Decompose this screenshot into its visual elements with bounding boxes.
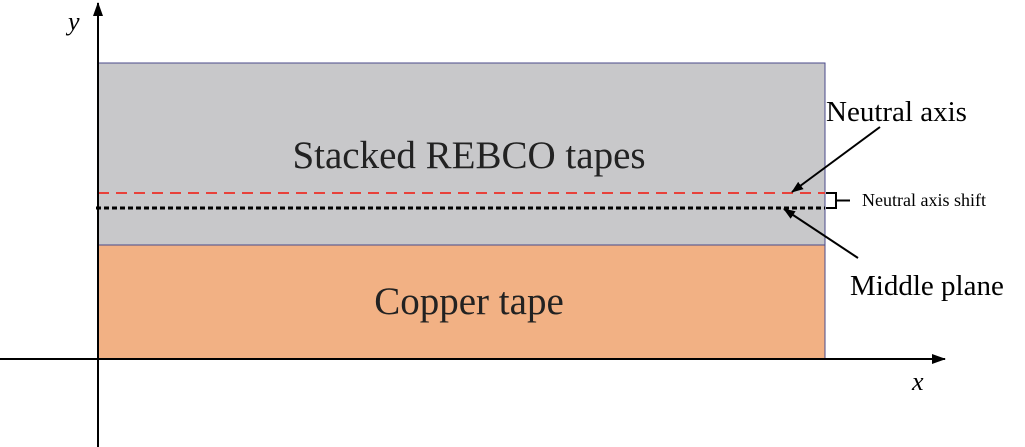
- neutral-axis-pointer-arrow: [791, 126, 881, 193]
- middle-plane-pointer-arrow: [783, 208, 859, 259]
- neutral-axis-annotation: Neutral axis: [826, 96, 967, 128]
- copper-region: [97, 244, 826, 360]
- y-axis-label: y: [65, 7, 80, 36]
- middle-plane-annotation: Middle plane: [850, 270, 1004, 302]
- copper-label: Copper tape: [374, 280, 564, 323]
- neutral-axis-shift-bracket: [826, 192, 850, 209]
- x-axis-label: x: [911, 367, 924, 396]
- rebco-region: [97, 62, 826, 246]
- rebco-label: Stacked REBCO tapes: [292, 134, 645, 177]
- neutral-axis-shift-annotation: Neutral axis shift: [862, 190, 986, 210]
